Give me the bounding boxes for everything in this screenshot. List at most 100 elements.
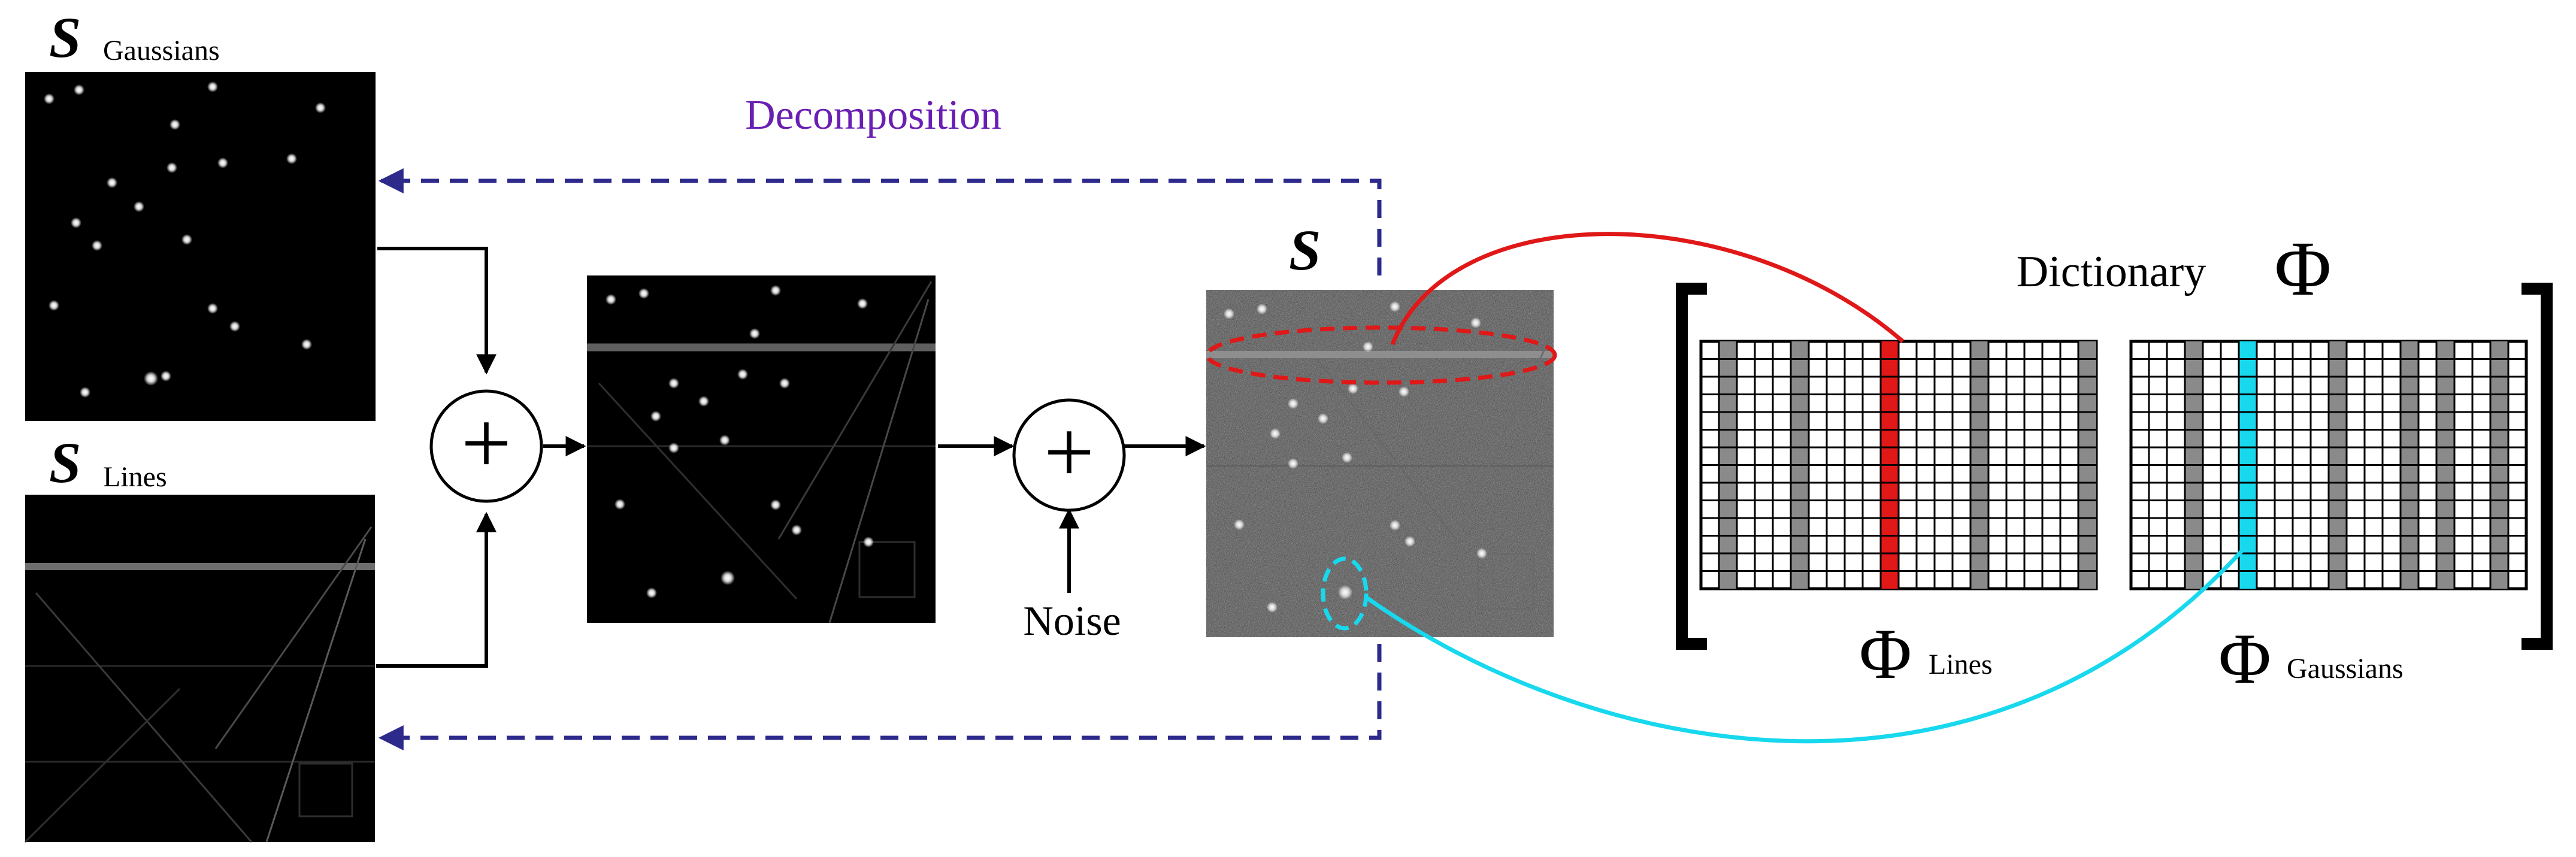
phi-lines-label: Φ Lines (1859, 614, 1993, 694)
decomposition-arrow-to-gaussians (378, 168, 1382, 275)
sum-node-components: + (429, 389, 543, 503)
gaussian-spot (207, 81, 218, 92)
gaussian-spot (1224, 308, 1234, 319)
gaussian-spot (301, 339, 312, 350)
gaussian-spot (1257, 304, 1267, 314)
gaussian-spot (646, 588, 657, 598)
gaussian-spot (1288, 398, 1298, 409)
right-bracket (2521, 283, 2553, 650)
gaussian-spot (1348, 383, 1358, 394)
gaussian-spot (1270, 428, 1281, 439)
sum-node-noise: + (1012, 398, 1126, 512)
gaussian-spot (863, 537, 874, 547)
arrow-lines-to-sum (376, 511, 497, 668)
s-gaussians-symbol: S (49, 5, 81, 69)
gaussian-spot (668, 443, 679, 453)
dictionary-phi-symbol: Φ (2274, 226, 2331, 312)
phi-lines-subscript: Lines (1929, 649, 1993, 680)
observed-gaussian-spots (1224, 301, 1487, 613)
gaussian-spots (44, 81, 326, 398)
s-gaussians-image (25, 72, 376, 421)
gaussian-spot (229, 321, 240, 332)
noisy-observation-image (1206, 290, 1554, 637)
s-gaussians-subscript: Gaussians (103, 35, 220, 66)
gaussian-spot (1404, 536, 1415, 547)
gaussian-spot (167, 162, 177, 173)
observed-s-symbol: S (1289, 218, 1321, 282)
line-atom-connection-curve (1390, 232, 1905, 346)
gaussian-spot (1470, 317, 1481, 328)
gaussian-spot (71, 217, 81, 228)
noise-label: Noise (1023, 598, 1121, 644)
gaussian-spot (770, 285, 781, 296)
gaussian-spot (668, 378, 679, 389)
gaussian-spot (1399, 386, 1409, 397)
phi-gaussians-label: Φ Gaussians (2218, 619, 2404, 698)
gaussian-spot (1318, 413, 1328, 424)
gaussian-spot (207, 303, 218, 314)
dictionary-label: Dictionary (2017, 247, 2206, 296)
gaussian-spot (1476, 548, 1487, 559)
flow-arrows (376, 247, 1206, 668)
gaussian-spot (169, 119, 180, 130)
gaussian-atom-highlight-ellipse (1321, 556, 1369, 631)
plus-sign: + (461, 393, 512, 493)
gaussian-spot (1342, 452, 1352, 463)
gaussian-spot (749, 328, 760, 339)
plus-sign: + (1044, 402, 1095, 502)
gaussian-atom-connection-curve (1365, 549, 2244, 744)
gaussian-spot (107, 177, 117, 188)
gaussian-spot (857, 298, 868, 309)
combined-gaussian-spots (606, 285, 874, 598)
decomposition-arrows (378, 168, 1382, 750)
s-gaussians-label: S Gaussians (49, 5, 220, 69)
gaussian-spot (650, 411, 661, 422)
gaussian-spot (92, 240, 102, 251)
gaussian-spot (638, 288, 649, 299)
gaussian-spot (737, 369, 748, 380)
phi-gaussians-matrix (2129, 340, 2528, 590)
gaussian-spot (1288, 458, 1298, 469)
gaussian-spot (779, 378, 790, 389)
s-lines-image (24, 495, 375, 843)
gaussian-spot (286, 153, 297, 164)
gaussian-spot (44, 93, 55, 104)
phi-lines-matrix (1699, 340, 2098, 590)
gaussian-spot (1363, 341, 1373, 352)
gaussian-spot (181, 234, 192, 245)
observed-s-label: S (1289, 218, 1321, 282)
gaussian-spot (1390, 520, 1400, 531)
phi-gaussians-symbol: Φ (2218, 619, 2271, 698)
gaussian-spot (698, 396, 709, 407)
s-lines-symbol: S (49, 431, 81, 495)
s-lines-label: S Lines (49, 431, 167, 495)
gaussian-spot (1267, 602, 1278, 613)
gaussian-spot (80, 387, 90, 398)
gaussian-spot (1390, 301, 1400, 312)
gaussian-spot (721, 571, 735, 585)
left-bracket (1676, 283, 1707, 650)
line-atom-highlight-ellipse (1205, 325, 1557, 385)
gaussian-spot (49, 300, 59, 311)
combined-clean-image (587, 275, 936, 623)
decomposition-label: Decomposition (745, 92, 1001, 138)
gaussian-spot (606, 294, 616, 305)
gaussian-spot (161, 371, 171, 381)
phi-gaussians-subscript: Gaussians (2287, 653, 2404, 685)
gaussian-spot (144, 371, 158, 386)
gaussian-spot (1338, 585, 1352, 599)
gaussian-spot (315, 102, 326, 113)
gaussian-spot (615, 499, 625, 510)
gaussian-spot (1234, 519, 1245, 530)
phi-lines-symbol: Φ (1859, 614, 1912, 694)
decomposition-arrow-to-lines (378, 644, 1382, 750)
gaussian-spot (217, 158, 228, 168)
gaussian-spot (74, 84, 84, 95)
s-lines-subscript: Lines (103, 461, 167, 493)
gaussian-spot (791, 525, 802, 535)
gaussian-spot (719, 435, 730, 446)
gaussian-spot (134, 201, 144, 212)
gaussian-spot (770, 499, 781, 510)
arrow-gaussians-to-sum (377, 247, 497, 375)
